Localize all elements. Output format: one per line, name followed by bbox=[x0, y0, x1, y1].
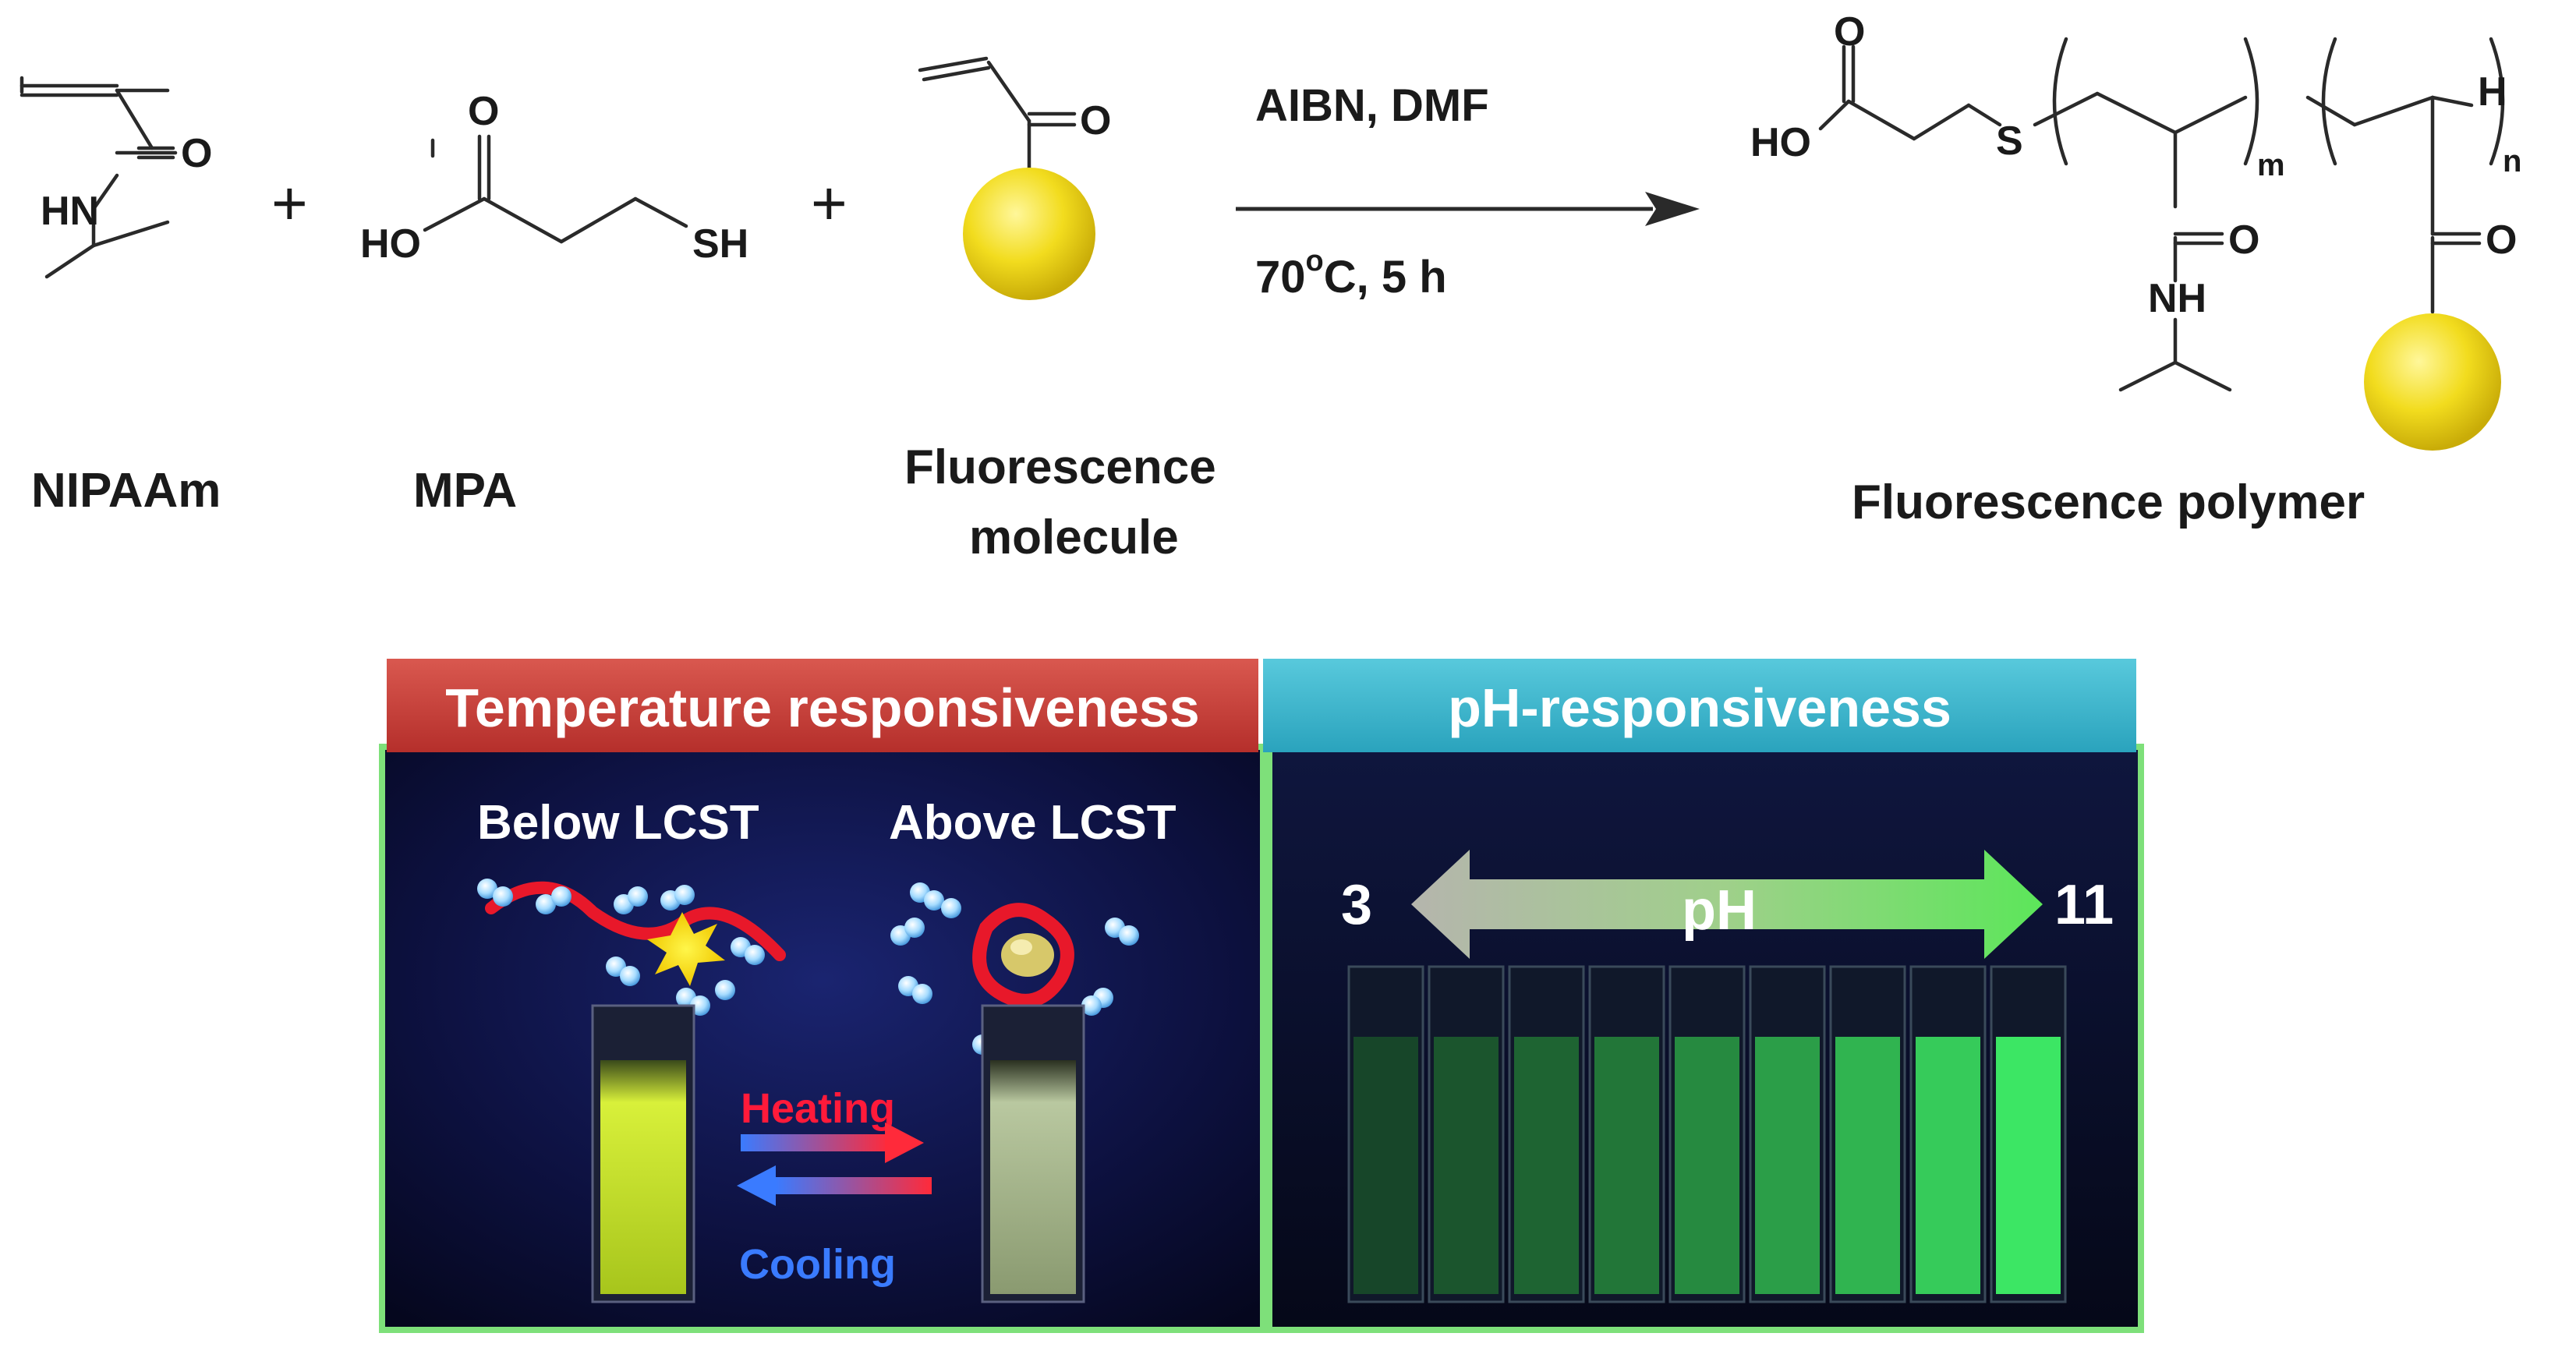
ph-vial bbox=[1668, 965, 1746, 1303]
water-molecules-below bbox=[477, 879, 765, 1016]
heating-label: Heating bbox=[741, 1085, 895, 1132]
polymer-sulfur: S bbox=[1996, 118, 2023, 164]
plus-sign-2: + bbox=[811, 168, 847, 238]
polymer-oxygen-top: O bbox=[1834, 9, 1865, 55]
ph-vial bbox=[1508, 965, 1585, 1303]
ph-vial bbox=[1588, 965, 1665, 1303]
nipaam-hn: HN bbox=[41, 189, 99, 234]
ph-vial bbox=[1347, 965, 1424, 1303]
ph-double-arrow bbox=[1411, 850, 2043, 959]
mpa-ho: HO bbox=[360, 221, 421, 267]
below-lcst-label: Below LCST bbox=[477, 796, 759, 850]
collapsed-polymer-globule bbox=[972, 903, 1074, 1008]
polymer-nh: NH bbox=[2148, 276, 2206, 321]
cooling-arrow bbox=[737, 1165, 932, 1206]
polymer-h-end: H bbox=[2478, 69, 2507, 115]
cooling-label: Cooling bbox=[739, 1241, 896, 1288]
polymer-subscript-n: n bbox=[2503, 144, 2521, 179]
temperature-header-bar bbox=[387, 659, 1258, 752]
mpa-structure bbox=[423, 134, 688, 244]
fluor-label-line1: Fluorescence bbox=[904, 440, 1216, 494]
temperature-header: Temperature responsiveness bbox=[445, 677, 1199, 738]
polymer-subscript-m: m bbox=[2257, 148, 2285, 182]
mpa-sh: SH bbox=[692, 221, 748, 267]
ph-header: pH-responsiveness bbox=[1448, 677, 1951, 738]
nipaam-structure bbox=[19, 76, 178, 279]
polymer-structure bbox=[1818, 37, 2505, 392]
ph-vial bbox=[1990, 965, 2067, 1303]
ph-low-label: 3 bbox=[1341, 874, 1372, 936]
nipaam-oxygen: O bbox=[181, 131, 212, 176]
reaction-temperature: 70oC, 5 h bbox=[1255, 245, 1447, 302]
above-lcst-label: Above LCST bbox=[889, 796, 1177, 850]
ph-vial bbox=[1829, 965, 1906, 1303]
vial-below-lcst bbox=[591, 1004, 695, 1303]
reaction-arrow bbox=[1236, 192, 1700, 226]
extended-polymer-chain bbox=[485, 881, 786, 961]
fluorophore-sphere bbox=[963, 168, 1095, 300]
ph-high-label: 11 bbox=[2054, 874, 2114, 936]
ph-panel: pH-responsiveness 3 11 pH bbox=[1263, 659, 2144, 1333]
ph-header-bar bbox=[1263, 659, 2136, 752]
fluor-oxygen: O bbox=[1080, 98, 1111, 143]
fluor-label-line2: molecule bbox=[969, 511, 1179, 564]
polymer-amide-oxygen: O bbox=[2228, 217, 2259, 263]
fluor-monomer-structure bbox=[918, 56, 1077, 178]
plus-sign-1: + bbox=[271, 168, 308, 238]
polymer-fluorophore-sphere bbox=[2364, 313, 2501, 451]
fluorophore-burst bbox=[647, 912, 725, 986]
vial-above-lcst bbox=[981, 1004, 1085, 1303]
temperature-photo bbox=[379, 744, 1266, 1333]
polymer-ketone-oxygen: O bbox=[2486, 217, 2517, 263]
ph-vial bbox=[1749, 965, 1826, 1303]
ph-vial bbox=[1428, 965, 1505, 1303]
polymer-ho: HO bbox=[1750, 120, 1811, 165]
mpa-oxygen: O bbox=[468, 89, 499, 134]
ph-vial-row bbox=[1347, 965, 2067, 1303]
reaction-reagents: AIBN, DMF bbox=[1255, 80, 1489, 131]
heating-arrow bbox=[741, 1123, 924, 1163]
polymer-label: Fluorescence polymer bbox=[1852, 476, 2365, 529]
temperature-panel: Temperature responsiveness Below LCST Ab… bbox=[379, 659, 1266, 1333]
nipaam-label: NIPAAm bbox=[31, 464, 221, 518]
ph-axis-label: pH bbox=[1682, 879, 1757, 942]
mpa-label: MPA bbox=[413, 464, 517, 518]
ph-vial bbox=[1909, 965, 1987, 1303]
